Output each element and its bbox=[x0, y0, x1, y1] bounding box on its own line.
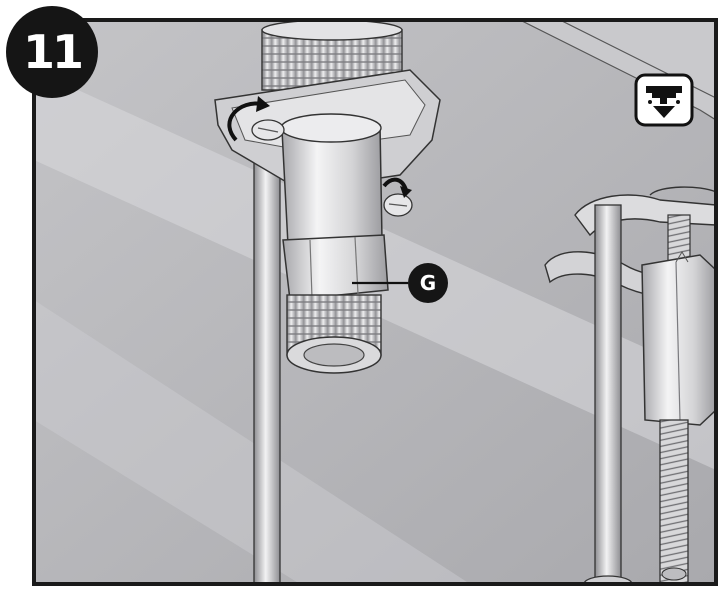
scene bbox=[34, 20, 716, 584]
rotate-arrow-icon bbox=[382, 177, 412, 198]
under-sink-install-icon bbox=[634, 73, 694, 127]
mounting-screw-right bbox=[383, 193, 413, 217]
step-number-badge: 11 bbox=[6, 6, 98, 98]
callout-letter: G bbox=[420, 271, 436, 295]
frame-border bbox=[32, 18, 718, 586]
supply-rod-left bbox=[253, 149, 281, 584]
rotate-arrow-icon bbox=[227, 96, 270, 142]
supply-rod-right bbox=[594, 204, 622, 584]
step-number: 11 bbox=[23, 25, 81, 79]
hex-coupling-nut bbox=[641, 214, 716, 584]
mounting-screw-left bbox=[251, 119, 285, 141]
faucet-shank-assembly bbox=[214, 20, 441, 374]
callout-badge: G bbox=[408, 263, 448, 303]
light-streak bbox=[34, 300, 470, 584]
